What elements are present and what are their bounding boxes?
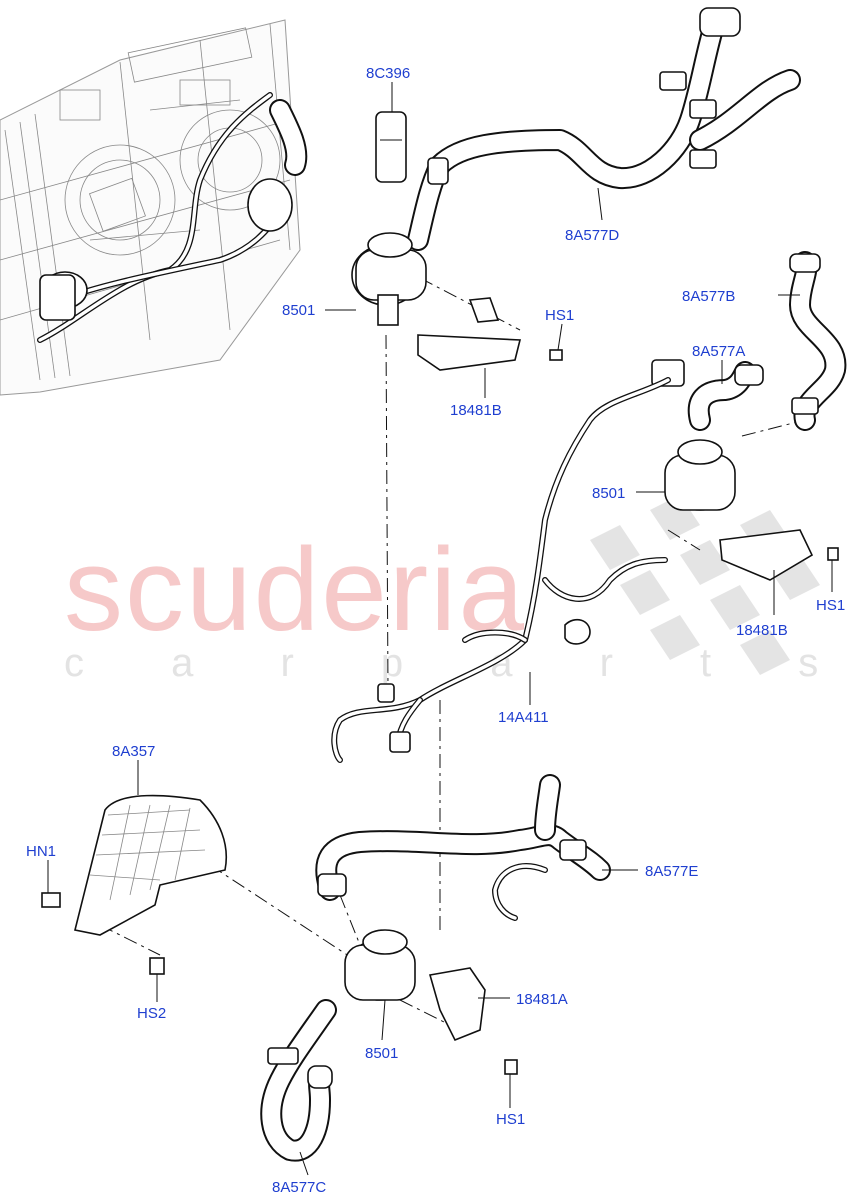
bracket-lower-icon [428,967,486,1042]
label-8501-lower: 8501 [365,1045,398,1062]
wiring-harness [331,377,671,763]
sensor-icon [375,111,407,183]
label-18481a: 18481A [516,991,568,1008]
label-8a357: 8A357 [112,743,155,760]
heat-shield [41,794,227,975]
label-18481b-right: 18481B [736,622,788,639]
label-8a577e: 8A577E [645,863,698,880]
label-8a577b: 8A577B [682,288,735,305]
coolant-pump-lower [260,774,611,1162]
coolant-pump-top [351,7,801,371]
coolant-pump-right [651,251,847,581]
label-14a411: 14A411 [498,709,549,726]
radiator-assembly-sketch [0,19,308,396]
label-8501-right: 8501 [592,485,625,502]
bolt-shield-icon [149,957,165,975]
callout-labels: 8C396 8A577D 8501 HS1 18481B 8A577B 8A57… [26,65,845,1196]
watermark: scuderia c a r p a r t s [64,495,820,685]
label-8a577a: 8A577A [692,343,745,360]
label-8a577d: 8A577D [565,227,619,244]
label-hs2: HS2 [137,1005,166,1022]
label-8a577c: 8A577C [272,1179,326,1196]
label-8501-top: 8501 [282,302,315,319]
bolt-top-icon [549,349,563,361]
label-hs1-top: HS1 [545,307,574,324]
label-hs1-right: HS1 [816,597,845,614]
label-8c396: 8C396 [366,65,410,82]
bracket-right-icon [719,529,814,581]
bolt-lower-icon [504,1059,518,1075]
label-hs1-lower: HS1 [496,1111,525,1128]
label-18481b-top: 18481B [450,402,502,419]
connection-lines [99,277,806,1031]
bracket-top-icon [417,334,522,371]
bolt-right-icon [827,547,839,561]
watermark-brand: scuderia [64,524,526,656]
clip-icon [41,892,61,908]
leader-lines [47,82,833,1176]
connector-icon [651,359,685,387]
label-hn1: HN1 [26,843,56,860]
